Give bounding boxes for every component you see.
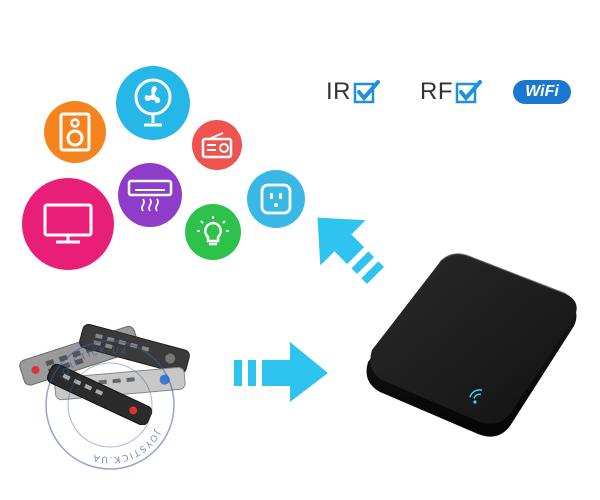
ir-feature: IR [326, 78, 381, 106]
rf-feature: RF [420, 78, 483, 106]
wifi-badge: WiFi [513, 80, 571, 104]
fan-icon [134, 78, 172, 127]
air-conditioner-circle [118, 163, 182, 227]
tv-icon [43, 203, 93, 244]
air-conditioner-icon [127, 179, 173, 212]
wifi-label: WiFi [525, 83, 559, 100]
check-icon [353, 80, 380, 104]
ir-label: IR [326, 78, 351, 105]
lightbulb-icon [197, 216, 229, 246]
radio-icon [201, 132, 233, 159]
check-icon [455, 80, 482, 104]
smart-hub-device [366, 253, 577, 437]
tv-circle [22, 178, 114, 270]
smart-plug-circle [247, 170, 305, 228]
upload-arrow-icon [317, 217, 384, 284]
speaker-icon [59, 112, 91, 152]
lightbulb-circle [185, 204, 241, 260]
wifi-status-led-icon [469, 389, 483, 404]
forward-arrow-icon [234, 342, 328, 402]
speaker-circle [44, 101, 106, 163]
smart-plug-icon [260, 183, 292, 215]
fan-circle [116, 66, 190, 140]
rf-label: RF [420, 78, 453, 105]
watermark-stamp: JOYSTICK.UA JOYSTICK.UA [45, 340, 175, 470]
radio-circle [192, 120, 242, 170]
